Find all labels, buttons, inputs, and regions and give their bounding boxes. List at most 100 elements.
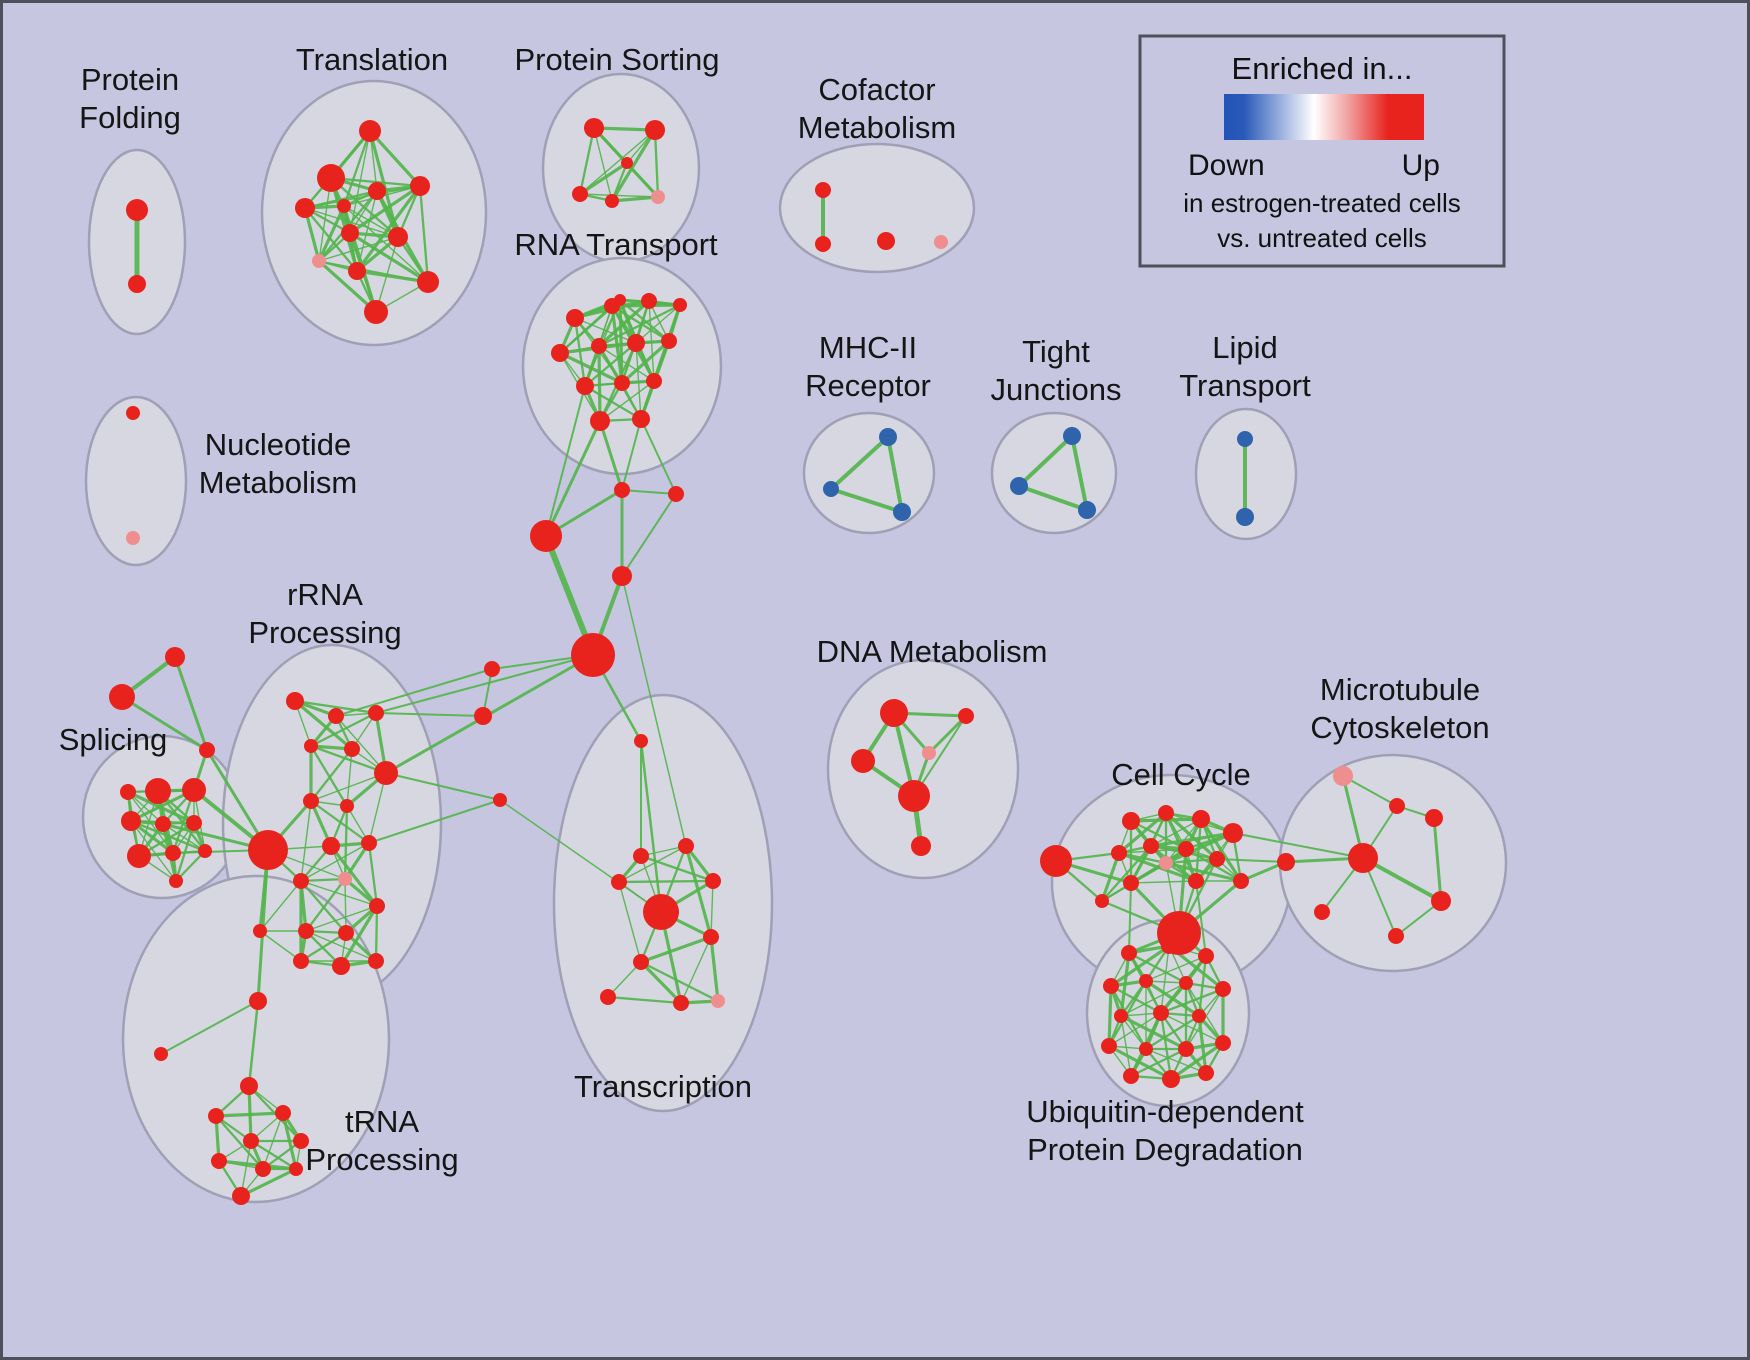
gene-set-node	[711, 994, 725, 1008]
similarity-edge	[927, 714, 968, 755]
gene-set-node	[1162, 1070, 1180, 1088]
similarity-edge	[610, 195, 660, 203]
similarity-edge	[1145, 955, 1207, 982]
similarity-edge	[160, 1000, 259, 1055]
gene-set-node	[364, 300, 388, 324]
similarity-edge	[1232, 832, 1364, 859]
gene-set-node	[1078, 501, 1096, 519]
gene-set-node	[1111, 845, 1127, 861]
similarity-edge	[120, 695, 209, 752]
similarity-edge	[640, 418, 677, 495]
gene-set-node	[1215, 1035, 1231, 1051]
similarity-edge	[710, 880, 714, 938]
gene-set-node	[1178, 1041, 1194, 1057]
similarity-edge	[618, 845, 687, 883]
legend-gradient-bar	[1224, 94, 1424, 140]
gene-set-node	[126, 406, 140, 420]
legend-up-label: Up	[1402, 149, 1440, 182]
gene-set-node	[600, 989, 616, 1005]
gene-set-node	[410, 176, 430, 196]
similarity-edge	[305, 930, 377, 962]
similarity-edge	[293, 699, 378, 715]
gene-set-node	[1198, 948, 1214, 964]
gene-set-node	[1192, 810, 1210, 828]
gene-set-node	[645, 120, 665, 140]
gene-set-node	[332, 957, 350, 975]
cluster-ellipse-tight-junctions	[990, 411, 1118, 535]
gene-set-node	[643, 894, 679, 930]
gene-set-node	[1192, 1009, 1206, 1023]
gene-set-node	[673, 298, 687, 312]
gene-set-node	[303, 793, 319, 809]
similarity-edge	[639, 960, 720, 1003]
gene-set-node	[165, 647, 185, 667]
gene-set-node	[1178, 841, 1194, 857]
gene-set-node	[911, 836, 931, 856]
similarity-edge	[247, 999, 260, 1088]
similarity-edge	[1160, 1012, 1224, 1044]
similarity-edge	[300, 800, 312, 882]
gene-set-node	[922, 746, 936, 760]
similarity-edge	[606, 995, 683, 1005]
similarity-edge	[621, 418, 642, 491]
similarity-edge	[607, 961, 642, 998]
gene-set-node	[128, 275, 146, 293]
similarity-edge	[578, 126, 596, 196]
similarity-edge	[249, 1139, 298, 1171]
similarity-edge	[626, 162, 659, 198]
similarity-edge	[593, 127, 613, 202]
gene-set-node	[898, 780, 930, 812]
similarity-edge	[680, 936, 712, 1004]
gene-set-node	[232, 1187, 250, 1205]
similarity-edge	[343, 205, 429, 283]
similarity-edge	[305, 905, 378, 932]
gene-set-node	[633, 848, 649, 864]
gene-set-node	[255, 1161, 271, 1177]
gene-set-node	[198, 844, 212, 858]
similarity-edge	[349, 130, 371, 234]
similarity-edge	[375, 712, 484, 717]
gene-set-node	[621, 157, 633, 169]
gene-set-node	[641, 293, 657, 309]
gene-set-node	[530, 520, 562, 552]
gene-set-node	[1123, 875, 1139, 891]
similarity-edge	[1159, 987, 1225, 1015]
gene-set-node	[634, 734, 648, 748]
similarity-edge	[639, 854, 715, 883]
similarity-edge	[709, 935, 720, 1003]
similarity-edge	[1160, 945, 1170, 1014]
similarity-edge	[618, 298, 671, 343]
gene-set-node	[368, 182, 386, 200]
legend-box	[1138, 34, 1506, 268]
gene-set-node	[120, 784, 136, 800]
gene-set-node	[673, 995, 689, 1011]
gene-set-node	[1333, 766, 1353, 786]
similarity-edge	[499, 799, 662, 913]
similarity-edge	[578, 161, 629, 196]
gene-set-node	[1139, 974, 1153, 988]
gene-set-node	[614, 294, 626, 306]
similarity-edge	[309, 744, 388, 775]
similarity-edge	[1100, 851, 1121, 903]
similarity-edge	[259, 880, 302, 932]
similarity-edge	[1164, 831, 1235, 865]
similarity-edge	[1129, 819, 1188, 851]
gene-set-node	[286, 692, 304, 710]
gene-set-node	[126, 531, 140, 545]
gene-set-node	[368, 953, 384, 969]
gene-set-node	[361, 835, 377, 851]
gene-set-node	[169, 874, 183, 888]
similarity-edge	[355, 269, 430, 284]
similarity-edge	[1432, 816, 1443, 903]
similarity-edge	[621, 575, 687, 847]
gene-set-node	[344, 741, 360, 757]
gene-set-node	[374, 761, 398, 785]
gene-set-node	[571, 633, 615, 677]
gene-set-node	[337, 199, 351, 213]
similarity-edge	[597, 344, 602, 423]
similarity-edge	[259, 930, 302, 962]
